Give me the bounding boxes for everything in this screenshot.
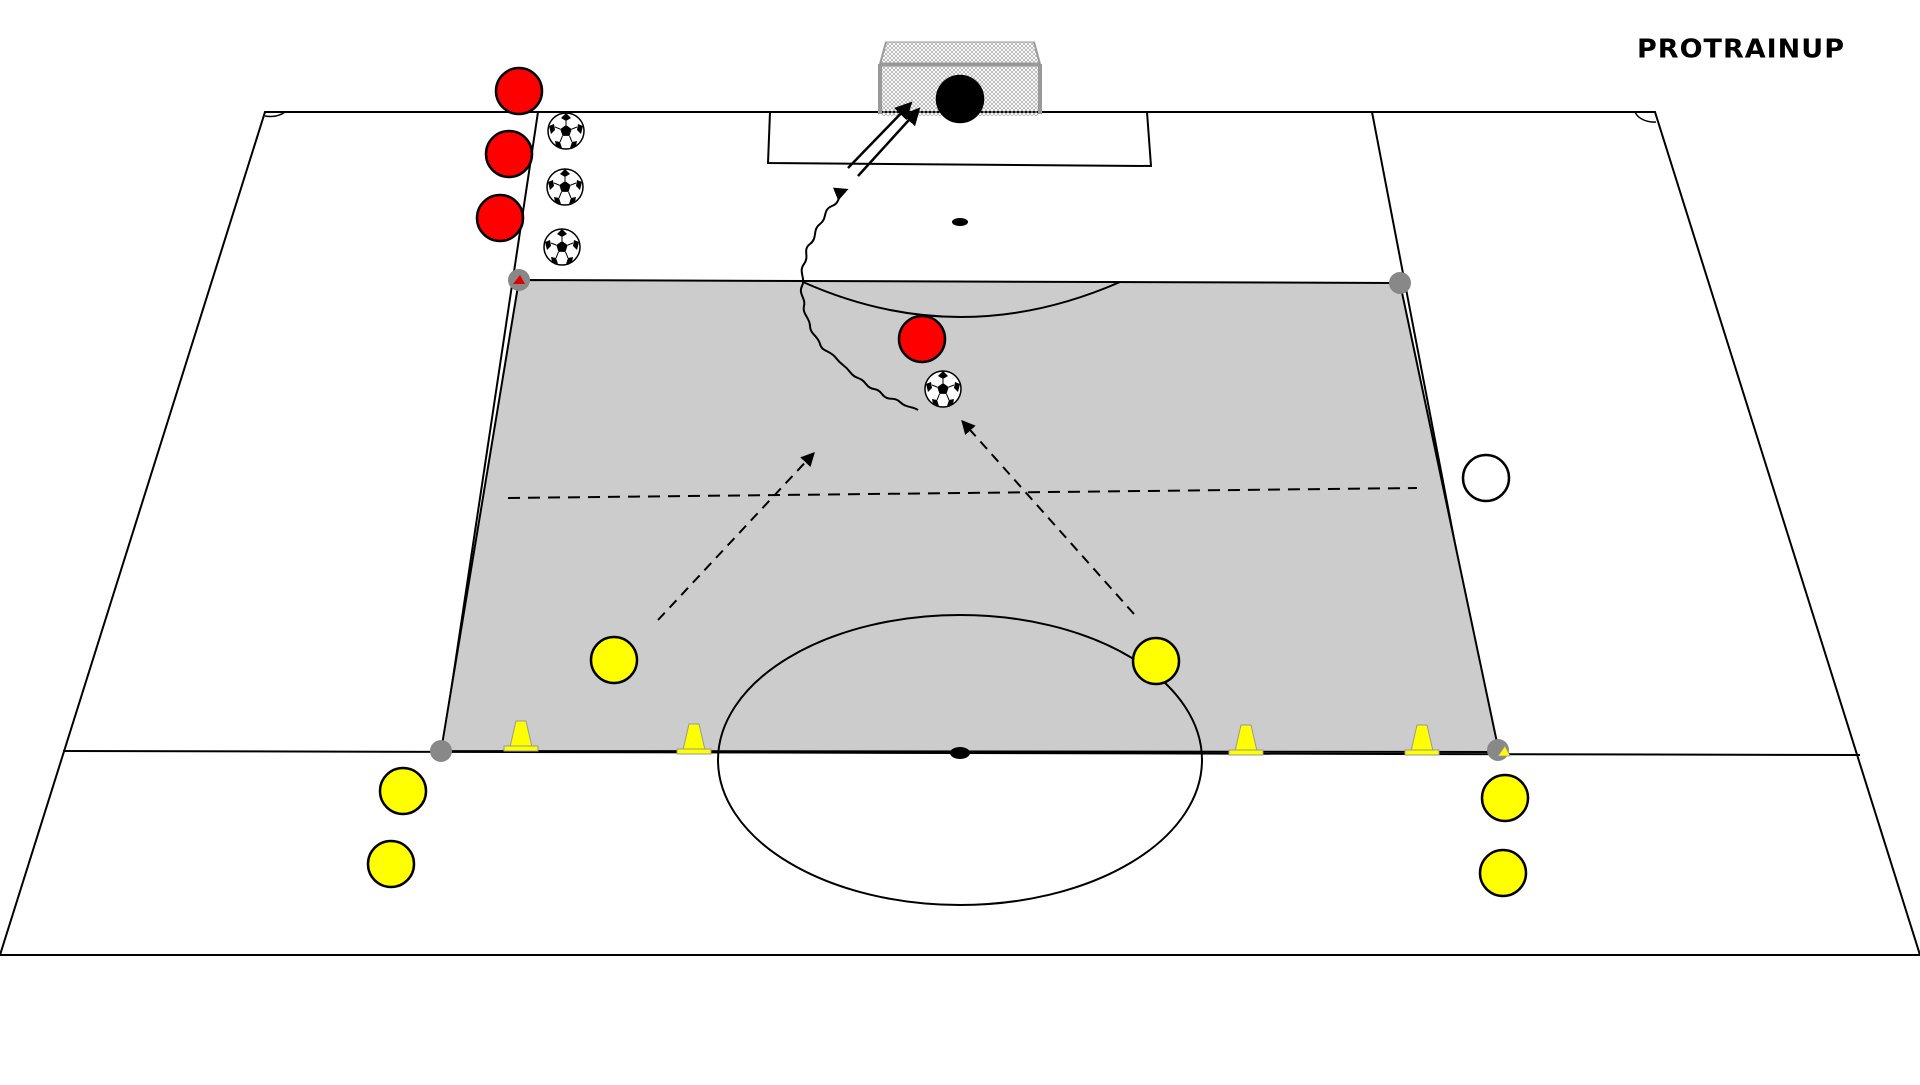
player-yellow-icon	[1478, 848, 1528, 898]
red-cone-marker-icon	[513, 275, 525, 284]
grey-playing-zone	[439, 278, 1501, 754]
center-circle	[717, 614, 1203, 906]
center-spot	[950, 747, 970, 759]
player-yellow-icon	[366, 839, 416, 889]
player-yellow-icon	[1480, 773, 1530, 823]
zone-divider-dashed-line	[507, 487, 1418, 499]
soccer-ball-icon	[543, 228, 581, 266]
yellow-cone-marker-icon	[1497, 745, 1511, 757]
neutral-player-icon	[1461, 453, 1511, 503]
player-red-icon	[475, 193, 525, 243]
player-yellow-icon	[1131, 636, 1181, 686]
corner-arc-left	[264, 111, 286, 118]
penalty-spot	[952, 218, 968, 226]
goalkeeper-icon	[935, 74, 985, 124]
player-red-icon	[484, 129, 534, 179]
shot-arrow-line-1	[847, 101, 913, 169]
shot-arrow-line-2	[857, 107, 921, 177]
player-red-icon	[897, 314, 947, 364]
corner-arc-right	[1634, 111, 1657, 123]
run-arrow-right	[961, 419, 1135, 615]
disc-marker-icon	[430, 740, 452, 762]
soccer-ball-icon	[924, 370, 962, 408]
player-yellow-icon	[378, 766, 428, 816]
run-arrow-left	[657, 451, 815, 621]
brand-logo: PROTRAINUP	[1637, 34, 1845, 65]
player-red-icon	[494, 66, 544, 116]
dribble-path-wavy	[799, 187, 919, 411]
disc-marker-icon	[1389, 272, 1411, 294]
penalty-arc	[802, 281, 1121, 318]
soccer-ball-icon	[547, 112, 585, 150]
goal-icon	[878, 41, 1042, 116]
player-yellow-icon	[589, 635, 639, 685]
soccer-ball-icon	[546, 168, 584, 206]
